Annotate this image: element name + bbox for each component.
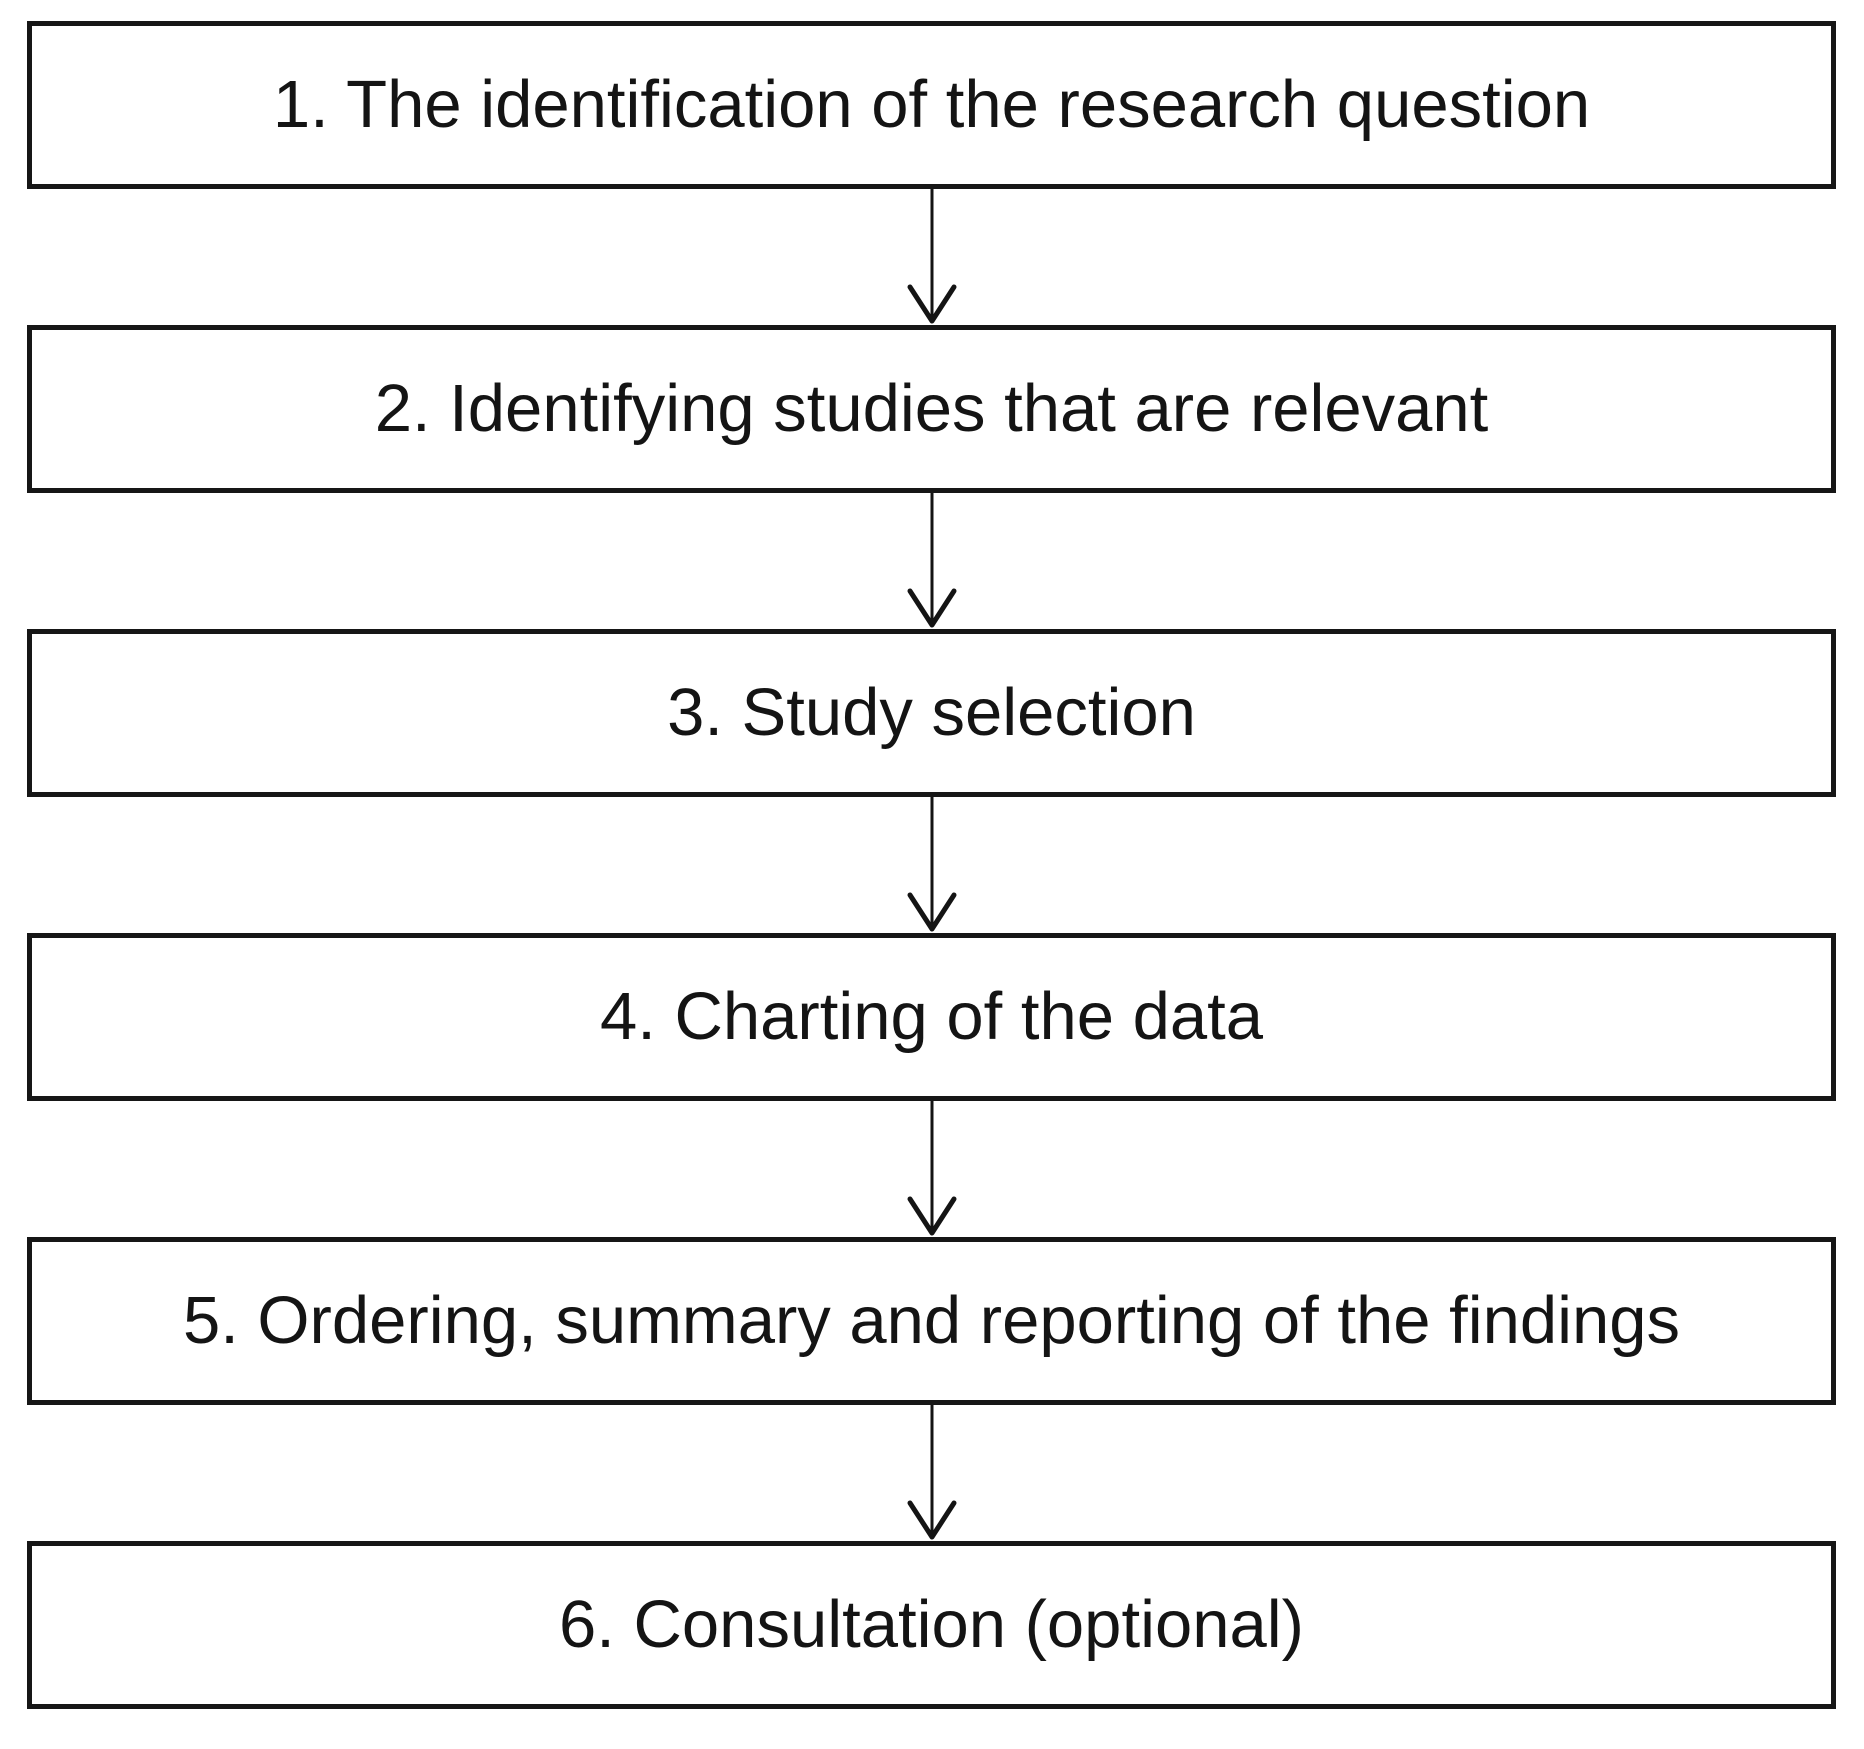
step-label-6: 6. Consultation (optional)	[559, 1587, 1304, 1663]
step-box-4: 4. Charting of the data	[27, 933, 1836, 1101]
step-box-2: 2. Identifying studies that are relevant	[27, 325, 1836, 493]
arrow-down-icon	[907, 493, 956, 628]
step-label-1: 1. The identification of the research qu…	[272, 67, 1591, 143]
step-label-2: 2. Identifying studies that are relevant	[374, 371, 1489, 447]
step-box-3: 3. Study selection	[27, 629, 1836, 797]
arrow-down-icon	[907, 189, 956, 324]
connector-2-3	[27, 493, 1836, 629]
connector-1-2	[27, 189, 1836, 325]
step-label-4: 4. Charting of the data	[600, 979, 1263, 1055]
connector-3-4	[27, 797, 1836, 933]
arrow-down-icon	[907, 797, 956, 932]
connector-4-5	[27, 1101, 1836, 1237]
arrow-down-icon	[907, 1405, 956, 1540]
step-label-3: 3. Study selection	[667, 675, 1196, 751]
arrow-down-icon	[907, 1101, 956, 1236]
step-label-5: 5. Ordering, summary and reporting of th…	[182, 1283, 1681, 1359]
connector-5-6	[27, 1405, 1836, 1541]
step-box-5: 5. Ordering, summary and reporting of th…	[27, 1237, 1836, 1405]
step-box-1: 1. The identification of the research qu…	[27, 21, 1836, 189]
step-box-6: 6. Consultation (optional)	[27, 1541, 1836, 1709]
